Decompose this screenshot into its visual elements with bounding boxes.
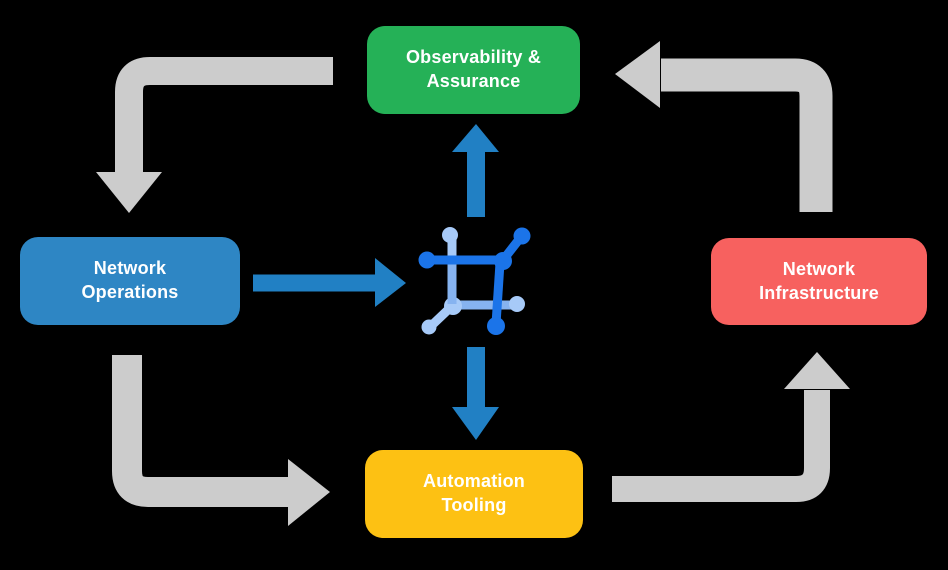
node-label-line: Infrastructure [759, 282, 879, 303]
node-automation-tooling: Automation Tooling [365, 450, 583, 538]
arrow-automation-to-infrastructure [612, 352, 850, 502]
node-label-line: Network [93, 258, 167, 279]
node-label-line: Observability & [405, 47, 542, 68]
arrow-observability-to-operations [96, 57, 333, 213]
arrow-center-to-observability [452, 124, 499, 217]
arrow-center-to-automation [452, 347, 499, 440]
node-label-line: Network [782, 258, 856, 279]
node-label-line: Operations [81, 282, 179, 302]
node-label-line: Automation [423, 471, 525, 492]
node-label-line: Tooling [441, 495, 507, 515]
arrow-operations-to-center [253, 258, 406, 307]
network-mesh-icon [418, 227, 531, 335]
node-network-infrastructure: Network Infrastructure [711, 238, 927, 325]
node-label-line: Assurance [426, 71, 521, 91]
node-observability-assurance: Observability & Assurance [367, 26, 580, 114]
arrow-operations-to-automation [112, 355, 330, 526]
node-network-operations: Network Operations [20, 237, 240, 325]
arrow-infrastructure-to-observability [615, 41, 833, 212]
